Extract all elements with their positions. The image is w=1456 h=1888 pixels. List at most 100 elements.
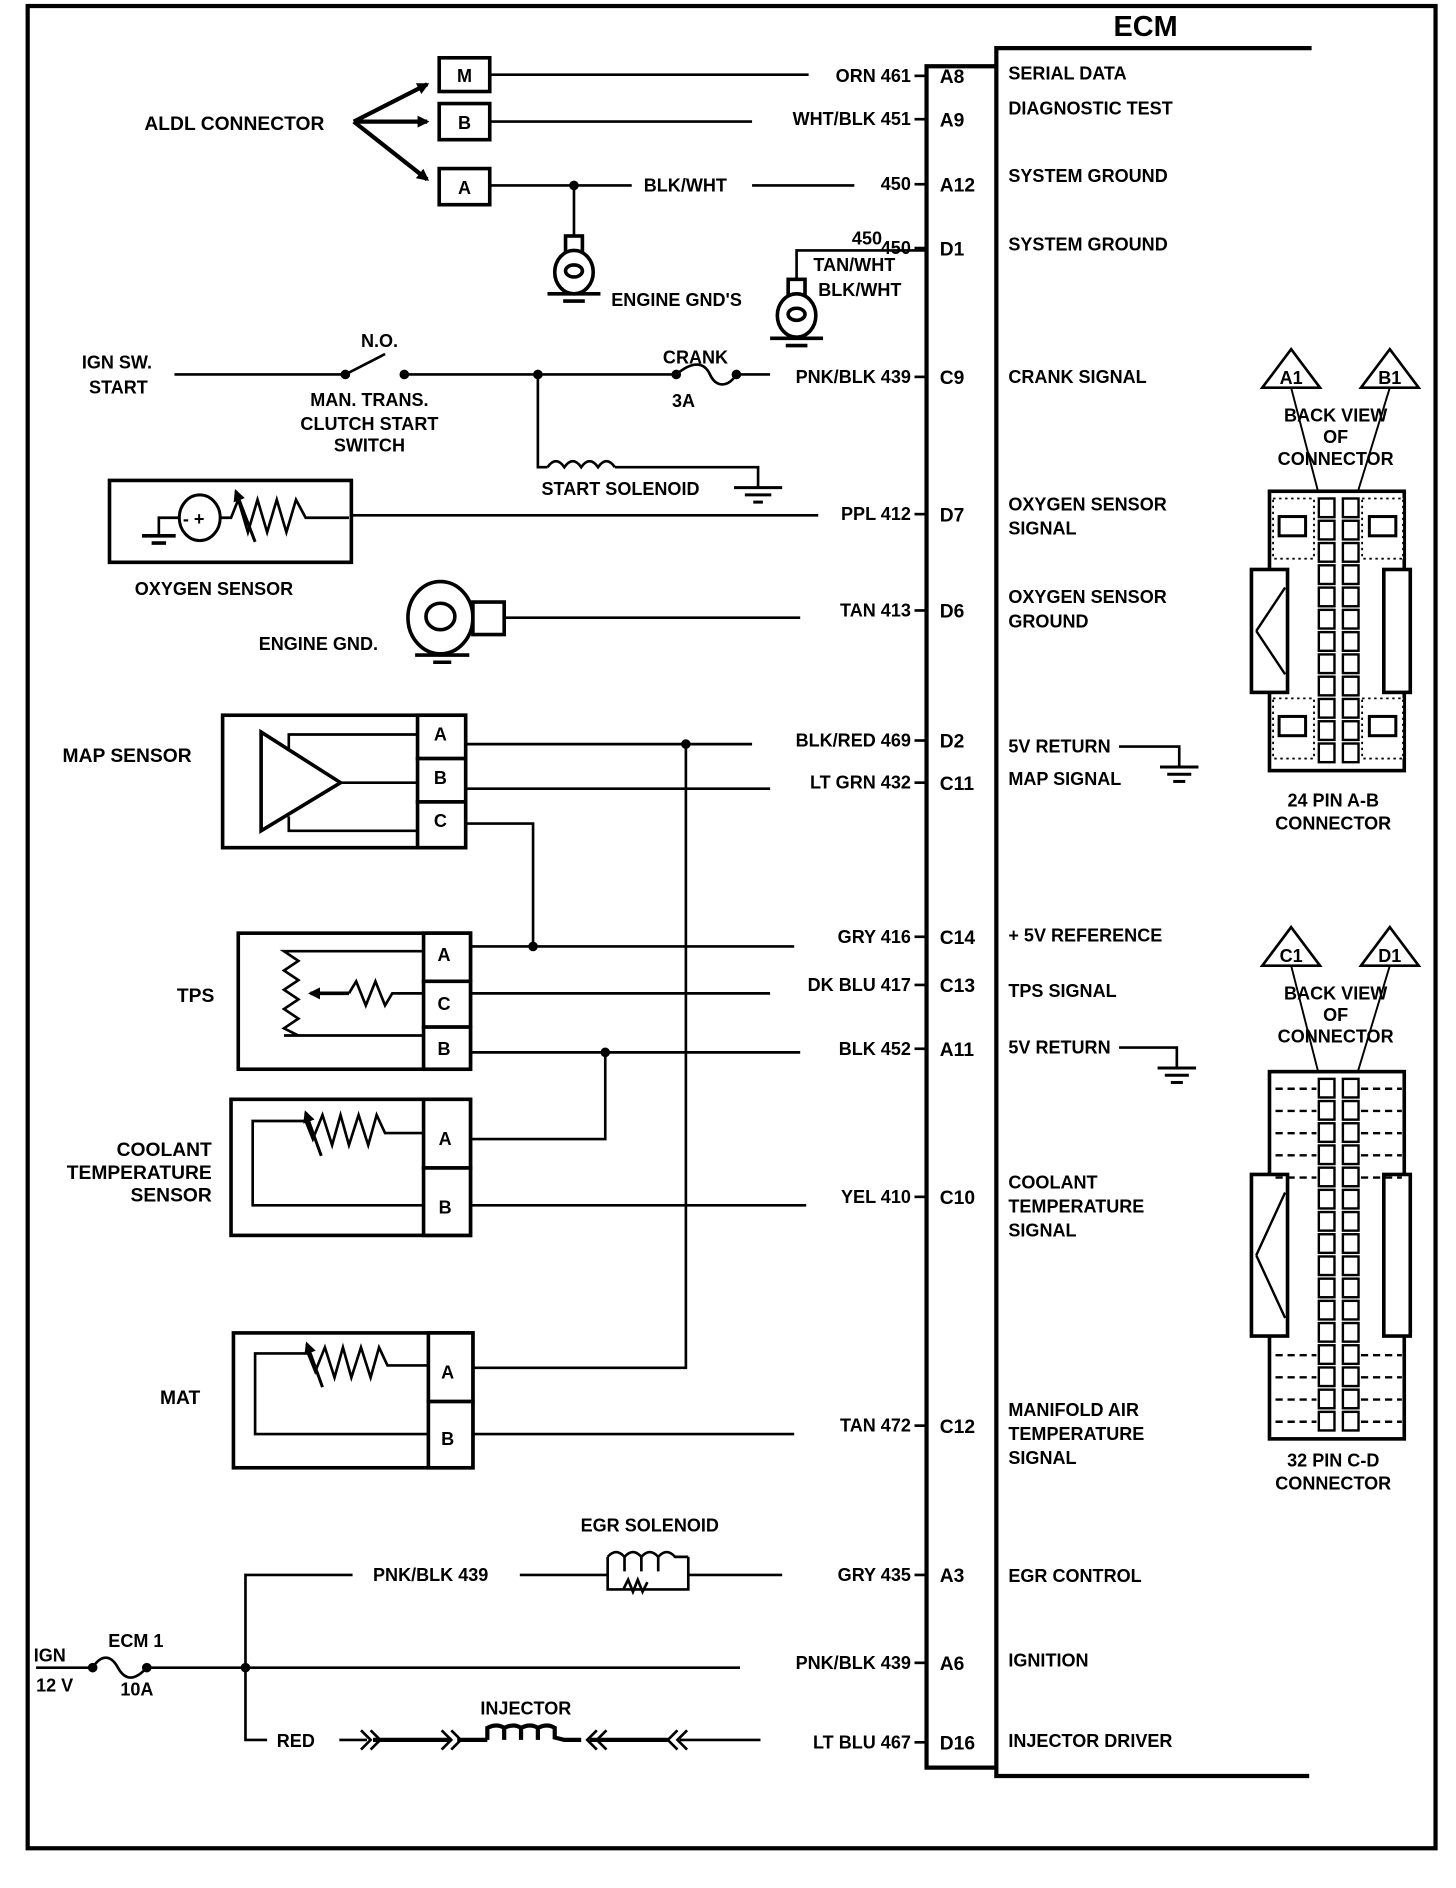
- pin-id: D2: [940, 732, 965, 753]
- svg-text:B: B: [439, 1198, 452, 1218]
- connector-caption: OF: [1323, 1005, 1348, 1025]
- svg-text:ENGINE GND.: ENGINE GND.: [259, 634, 378, 654]
- d1-ground: 450 TAN/WHT BLK/WHT: [770, 228, 927, 348]
- wire-label: GRY 435: [838, 1565, 911, 1585]
- pin-cavity: [1341, 564, 1360, 586]
- svg-text:B: B: [458, 113, 471, 133]
- pin-cavity: [1317, 541, 1336, 563]
- pin-cavity: [1317, 1077, 1336, 1099]
- pin-cavity: [1341, 1255, 1360, 1277]
- pin-function: MANIFOLD AIR: [1008, 1400, 1139, 1420]
- ground-stud-icon: [770, 277, 824, 348]
- svg-text:PNK/BLK 439: PNK/BLK 439: [373, 1565, 488, 1585]
- wire-label: PNK/BLK 439: [796, 367, 911, 387]
- engine-ground-icon: [547, 234, 601, 303]
- connector-name: 32 PIN C-D: [1287, 1451, 1379, 1471]
- wire-label: DK BLU 417: [808, 975, 911, 995]
- tps-sensor: TPS A C B: [177, 931, 801, 1072]
- svg-text:TAN/WHT: TAN/WHT: [813, 255, 895, 275]
- pin-cavity: [1317, 586, 1336, 608]
- aldl-ground-wire: BLK/WHT: [644, 175, 727, 195]
- svg-text:A: A: [437, 945, 450, 965]
- svg-text:START: START: [89, 378, 148, 398]
- pin-cavity: [1317, 497, 1336, 519]
- pin-function: 5V RETURN: [1008, 1038, 1110, 1058]
- pin-cavity: [1317, 653, 1336, 675]
- pin-cavity: [1341, 541, 1360, 563]
- pin-function: CRANK SIGNAL: [1008, 367, 1146, 387]
- pin-function: INJECTOR DRIVER: [1008, 1731, 1172, 1751]
- pin-cavity: [1317, 608, 1336, 630]
- connector-name: 24 PIN A-B: [1287, 791, 1379, 811]
- pin-cavity: [1341, 1366, 1360, 1388]
- svg-text:MAT: MAT: [160, 1388, 200, 1409]
- wire-label: TAN 472: [840, 1416, 911, 1436]
- engine-ground-icon: [406, 579, 506, 665]
- svg-text:B: B: [437, 1039, 450, 1059]
- connector-caption: OF: [1323, 427, 1348, 447]
- pin-function: MAP SIGNAL: [1008, 769, 1121, 789]
- pin-cavity: [1317, 519, 1336, 541]
- egr-solenoid-label: EGR SOLENOID: [581, 1516, 719, 1536]
- connector-caption: BACK VIEW: [1284, 983, 1388, 1003]
- pin-cavity: [1341, 1144, 1360, 1166]
- pin-function: COOLANT: [1008, 1172, 1097, 1192]
- svg-text:450: 450: [852, 228, 882, 248]
- pin-id: C12: [940, 1417, 975, 1438]
- pin-function: + 5V REFERENCE: [1008, 926, 1162, 946]
- pin-cavity: [1317, 1366, 1336, 1388]
- pin-id: A8: [940, 67, 965, 88]
- wire-label: GRY 416: [838, 927, 911, 947]
- svg-text:B: B: [434, 768, 447, 788]
- pin-function: SERIAL DATA: [1008, 63, 1126, 83]
- pin-id: C11: [940, 774, 975, 795]
- pin-cavity: [1341, 519, 1360, 541]
- pin-function: SYSTEM GROUND: [1008, 234, 1167, 254]
- wire-label: BLK/RED 469: [796, 731, 911, 751]
- svg-text:BLK/WHT: BLK/WHT: [818, 280, 901, 300]
- pin-cavity: [1341, 608, 1360, 630]
- ecm-module: ECM: [924, 11, 1312, 1779]
- pin-id: D1: [940, 239, 965, 260]
- pin-cavity: [1341, 630, 1360, 653]
- pin-id: D6: [940, 602, 965, 623]
- pin-cavity: [1341, 586, 1360, 608]
- engine-grounds-label: ENGINE GND'S: [611, 290, 742, 310]
- map-sensor: MAP SENSOR A B C: [63, 713, 771, 947]
- pin-cavity: [1341, 1277, 1360, 1299]
- wire-label: TAN 413: [840, 600, 911, 620]
- svg-text:TEMPERATURE: TEMPERATURE: [67, 1163, 212, 1184]
- wire-label: LT GRN 432: [810, 773, 911, 793]
- svg-text:A: A: [439, 1129, 452, 1149]
- thermistor-icon: [251, 1110, 424, 1207]
- pin-function: TEMPERATURE: [1008, 1197, 1144, 1217]
- svg-text:B: B: [441, 1429, 454, 1449]
- connector-tag: D1: [1378, 946, 1401, 966]
- power-circuit: IGN 12 V ECM 1 10A PNK/BLK 439 EGR SOLEN…: [34, 1516, 783, 1751]
- wire-label: 450: [881, 174, 911, 194]
- pin-cavity: [1341, 675, 1360, 697]
- svg-text:A: A: [458, 178, 471, 198]
- connector-tag: B1: [1378, 368, 1401, 388]
- pin-function: DIAGNOSTIC TEST: [1008, 98, 1172, 118]
- coolant-temperature-sensor: COOLANT TEMPERATURE SENSOR A B: [67, 1052, 807, 1238]
- svg-text:- +: - +: [183, 509, 205, 529]
- ground-icon: [1119, 1046, 1197, 1084]
- svg-text:COOLANT: COOLANT: [117, 1140, 212, 1161]
- svg-text:A: A: [434, 725, 447, 745]
- wire-label: PNK/BLK 439: [796, 1653, 911, 1673]
- pin-function: TEMPERATURE: [1008, 1424, 1144, 1444]
- pin-cavity: [1317, 1299, 1336, 1321]
- pin-id: A11: [940, 1040, 975, 1061]
- pin-function: GROUND: [1008, 611, 1088, 631]
- pin-cavity: [1317, 564, 1336, 586]
- pin-cavity: [1341, 1344, 1360, 1366]
